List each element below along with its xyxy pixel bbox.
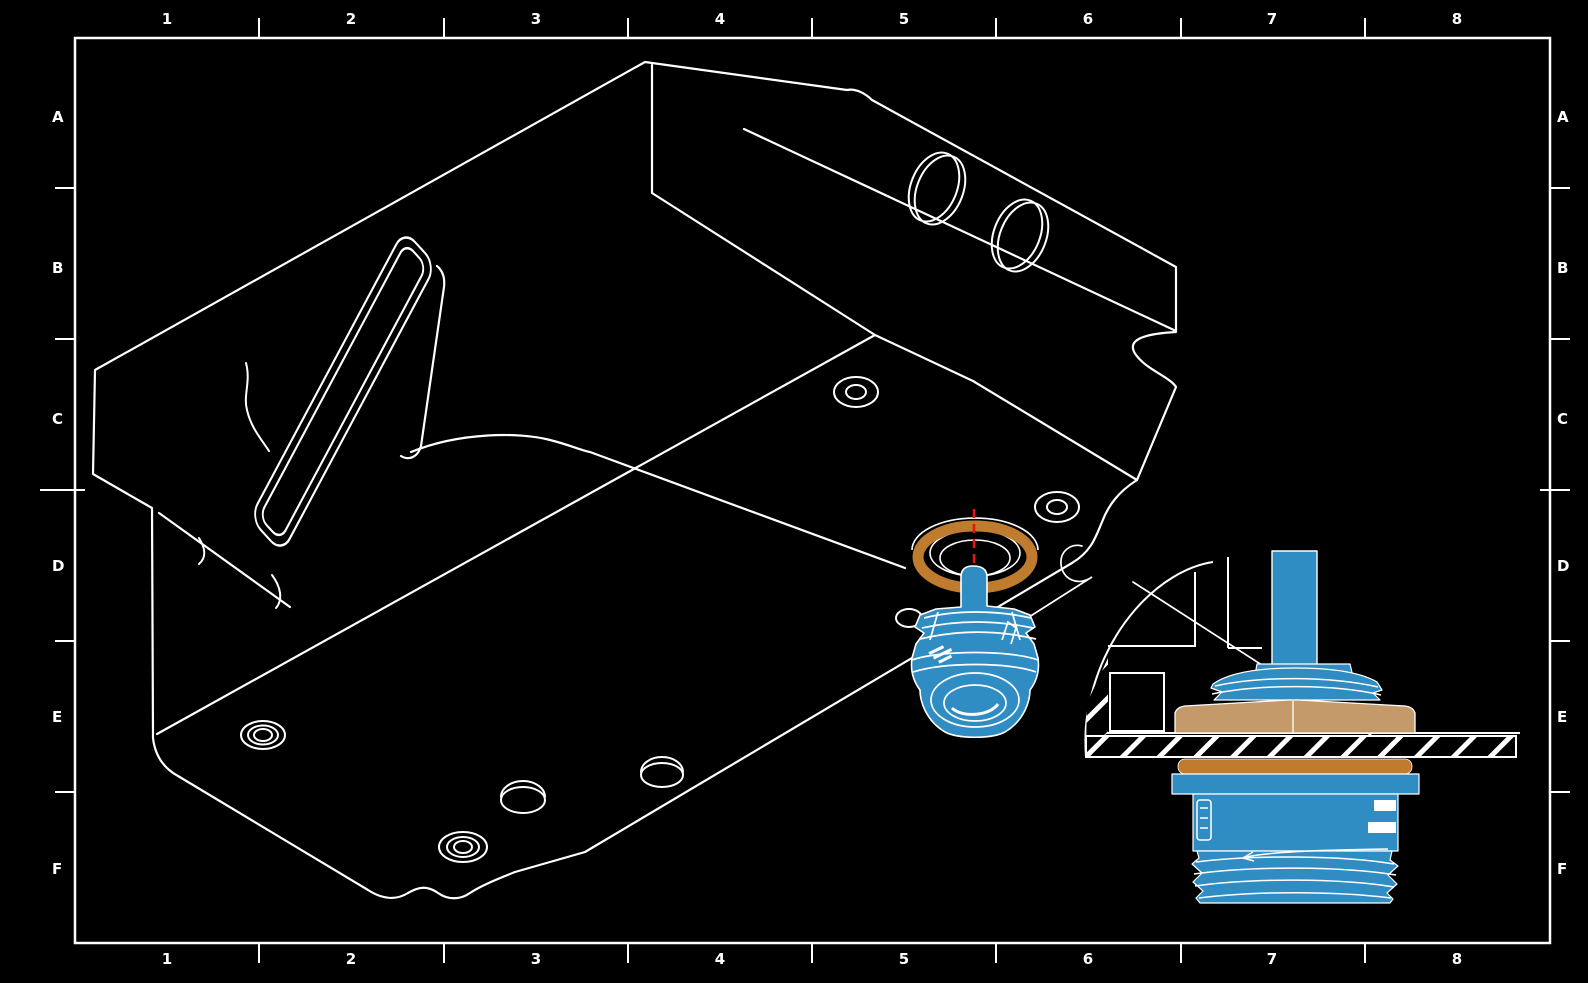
- row-label-right: D: [1557, 557, 1570, 575]
- row-label-right: E: [1557, 708, 1568, 726]
- col-label-top: 7: [1266, 10, 1278, 28]
- detail-body-etch-left: [1196, 799, 1212, 841]
- detail-washer-lines: [1211, 677, 1382, 696]
- col-label-bottom: 6: [1082, 950, 1094, 968]
- col-label-top: 3: [530, 10, 542, 28]
- bolt-holes: [240, 720, 488, 863]
- detail-wall-hatch: [1086, 658, 1108, 748]
- leader-curl: [1017, 544, 1093, 625]
- housing-isometric-outline: [91, 60, 1178, 900]
- detail-thread-washer: [1210, 667, 1383, 701]
- col-label-bottom: 7: [1266, 950, 1278, 968]
- col-label-top: 4: [714, 10, 726, 28]
- col-label-bottom: 2: [345, 950, 357, 968]
- window-opening: [254, 236, 446, 547]
- row-label-left: A: [52, 108, 64, 126]
- plug-body: [910, 565, 1040, 739]
- col-label-bottom: 8: [1451, 950, 1463, 968]
- detail-flange: [1171, 773, 1420, 795]
- row-label-left: D: [52, 557, 65, 575]
- flanged-ports: [833, 376, 1080, 523]
- border-frame: [40, 18, 1570, 963]
- row-label-left: B: [52, 259, 64, 277]
- col-label-top: 6: [1082, 10, 1094, 28]
- dome-plugs: [500, 756, 684, 814]
- detail-spanner-arrow: [1242, 848, 1389, 862]
- row-label-left: F: [52, 860, 63, 878]
- plug-etched-marks: [928, 645, 953, 664]
- housing-silhouette: [91, 60, 1178, 900]
- col-label-bottom: 4: [714, 950, 726, 968]
- zone-ticks: [40, 18, 1570, 963]
- row-label-right: F: [1557, 860, 1568, 878]
- detail-plug-stack: [1171, 550, 1420, 904]
- detail-body: [1192, 793, 1399, 852]
- mounting-plate-hatch: [1085, 735, 1517, 758]
- plug-thread-lines: [911, 611, 1039, 728]
- top-face-holes: [907, 151, 1050, 273]
- fillet-curves: [198, 362, 282, 609]
- row-label-left: E: [52, 708, 63, 726]
- section-detail-view: [1084, 550, 1520, 904]
- col-label-bottom: 5: [898, 950, 910, 968]
- col-label-top: 8: [1451, 10, 1463, 28]
- col-label-bottom: 1: [161, 950, 173, 968]
- detail-stem: [1271, 550, 1318, 666]
- col-label-top: 5: [898, 10, 910, 28]
- col-label-top: 1: [161, 10, 173, 28]
- row-label-right: C: [1557, 410, 1569, 428]
- detail-thread-lines: [1193, 856, 1397, 899]
- detail-hex-nut: [1174, 699, 1416, 734]
- detail-seal-washer: [1177, 758, 1413, 775]
- housing-inner-edges: [155, 63, 1178, 736]
- col-label-top: 2: [345, 10, 357, 28]
- row-label-left: C: [52, 410, 64, 428]
- row-label-right: B: [1557, 259, 1569, 277]
- detail-threads: [1191, 850, 1399, 904]
- row-label-right: A: [1557, 108, 1569, 126]
- col-label-bottom: 3: [530, 950, 542, 968]
- drain-plug-assembly: [910, 509, 1040, 739]
- detail-body-etch-right: [1368, 800, 1396, 833]
